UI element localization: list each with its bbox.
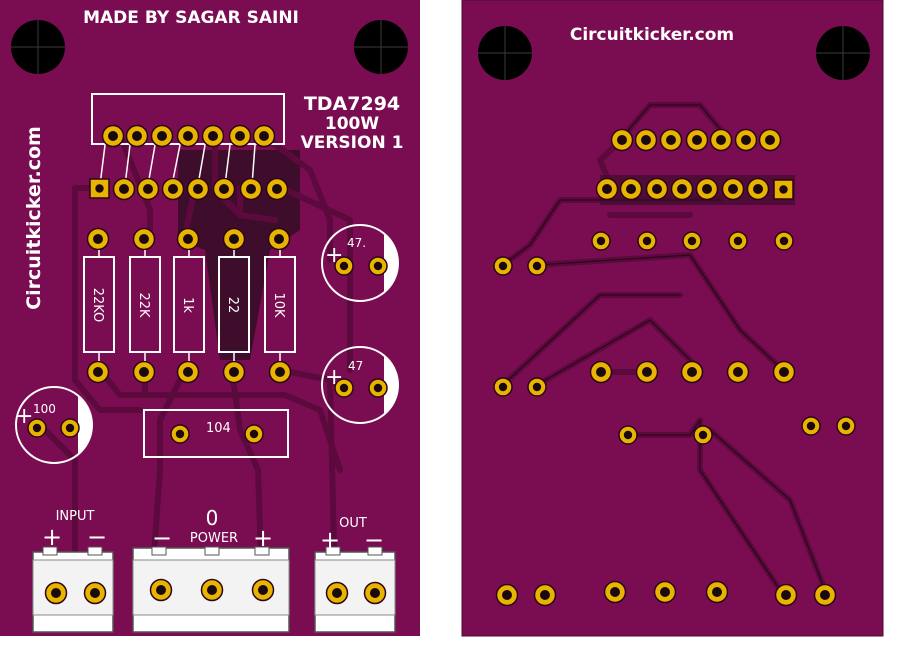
cap-top-plus: + <box>325 243 343 268</box>
right-board: Circuitkicker.com <box>461 0 884 637</box>
power-label: POWER <box>190 531 238 546</box>
power-rating-label: 100W <box>325 114 379 134</box>
site-label-right: Circuitkicker.com <box>570 25 734 45</box>
power-plus: + <box>253 524 273 552</box>
chip-pads-bottom <box>89 177 289 201</box>
right-traces-outline <box>502 104 826 591</box>
cap-top <box>321 224 399 302</box>
input-minus: − <box>87 523 107 551</box>
out-minus: − <box>364 526 384 554</box>
resistor-leads <box>98 250 281 361</box>
cap-left <box>15 386 93 464</box>
right-board-substrate <box>462 0 883 636</box>
film-cap-label: 104 <box>206 421 231 436</box>
film-cap-outline <box>143 409 289 458</box>
resistor-label-5: 10K <box>271 292 286 318</box>
cap-left-label: 100 <box>33 402 56 416</box>
power-zero-label: 0 <box>206 506 219 530</box>
input-label: INPUT <box>56 509 95 524</box>
left-traces <box>37 132 353 613</box>
version-label: VERSION 1 <box>301 133 404 153</box>
resistor-label-3: 1k <box>180 297 195 313</box>
cap-top-label: 47. <box>347 236 366 250</box>
resistor-label-4: 22 <box>225 297 240 314</box>
cap-mid-label: 47 <box>348 359 363 373</box>
out-label: OUT <box>339 516 367 531</box>
mount-hole <box>10 19 66 75</box>
site-label-left: Circuitkicker.com <box>23 126 45 310</box>
input-connector <box>32 546 114 633</box>
cap-left-plus: + <box>15 404 33 429</box>
input-plus: + <box>42 523 62 551</box>
right-board-edge <box>461 0 884 637</box>
chip-pads-bottom-right <box>595 177 794 201</box>
resistor-label-2: 22K <box>136 292 151 318</box>
cap-middle <box>321 346 399 424</box>
output-connector <box>314 546 396 633</box>
mount-hole <box>815 25 871 81</box>
mount-hole <box>477 25 533 81</box>
maker-label: MADE BY SAGAR SAINI <box>83 8 299 28</box>
out-plus: + <box>320 526 340 554</box>
film-cap-pad <box>244 424 264 444</box>
resistor-label-1: 22KO <box>90 288 105 323</box>
copper-pour <box>178 150 300 360</box>
mount-hole <box>353 19 409 75</box>
cap-mid-plus: + <box>325 365 343 390</box>
film-cap-pad <box>170 424 190 444</box>
left-board: 22KO 22K 1k 22 10K 47. + 47 + 100 + <box>0 0 420 636</box>
power-minus: − <box>152 524 172 552</box>
power-connector <box>132 546 290 633</box>
chip-label: TDA7294 <box>304 93 400 115</box>
